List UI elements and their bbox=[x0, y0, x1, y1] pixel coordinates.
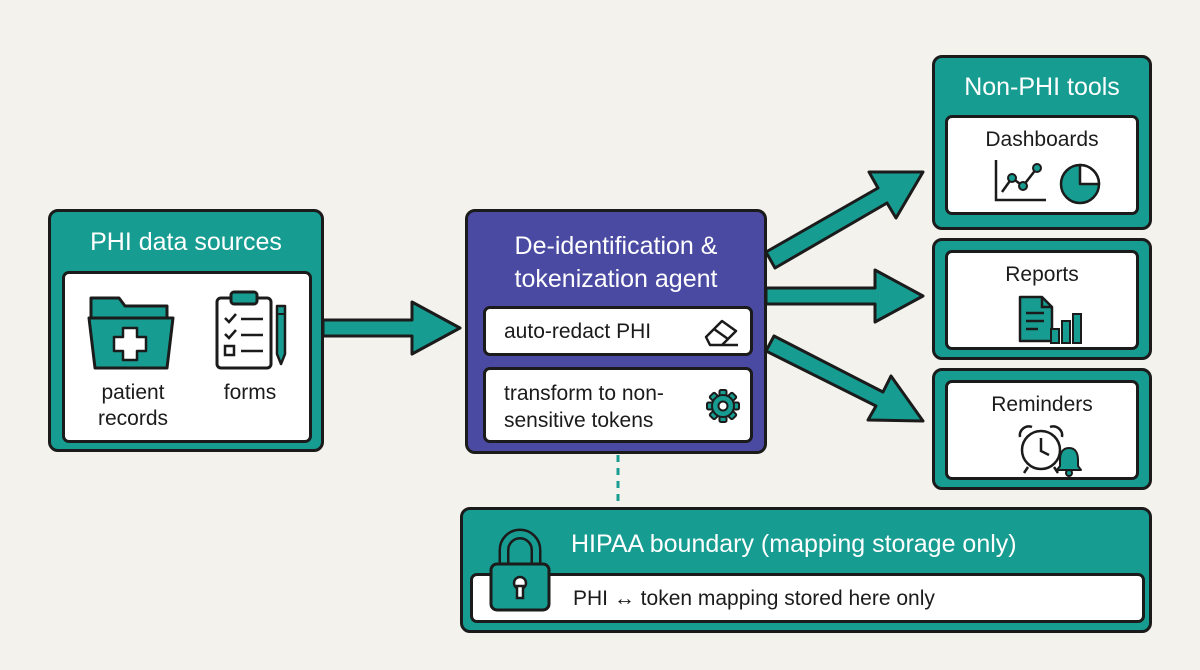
bell-icon bbox=[1056, 447, 1082, 477]
arrow-agent-to-reports bbox=[764, 268, 925, 324]
arrow-agent-to-reminders bbox=[764, 334, 925, 423]
deidentification-agent-panel: De-identification & tokenization agent a… bbox=[465, 209, 767, 454]
source-label-forms: forms bbox=[223, 381, 277, 404]
reminders-panel: Reminders bbox=[932, 368, 1152, 490]
arrow-sources-to-agent bbox=[321, 300, 462, 356]
step-auto-redact: auto-redact PHI bbox=[483, 306, 753, 356]
hipaa-boundary-panel: HIPAA boundary (mapping storage only) PH… bbox=[460, 507, 1152, 633]
report-document-icon bbox=[1018, 295, 1054, 343]
tool-label-dashboards: Dashboards bbox=[985, 128, 1099, 151]
tool-label-reports: Reports bbox=[1005, 263, 1079, 286]
non-phi-tools-panel: Non-PHI tools Dashboards bbox=[932, 55, 1152, 230]
padlock-icon bbox=[489, 528, 551, 612]
gear-icon bbox=[706, 389, 740, 423]
source-label-patient-records: patient records bbox=[97, 381, 169, 430]
medical-folder-icon bbox=[87, 296, 175, 370]
tool-card-reports: Reports bbox=[945, 250, 1139, 350]
arrow-agent-to-dashboards bbox=[764, 170, 925, 270]
hipaa-mapping-note: PHI ↔ token mapping stored here only bbox=[573, 587, 935, 610]
clipboard-checklist-icon bbox=[215, 290, 287, 370]
reports-panel: Reports bbox=[932, 238, 1152, 360]
non-phi-tools-title: Non-PHI tools bbox=[964, 73, 1120, 101]
line-chart-icon bbox=[994, 160, 1046, 202]
step-auto-redact-label: auto-redact PHI bbox=[504, 320, 652, 343]
tool-label-reminders: Reminders bbox=[991, 393, 1093, 416]
pie-chart-icon bbox=[1059, 163, 1101, 205]
hipaa-mapping-card: PHI ↔ token mapping stored here only bbox=[470, 573, 1145, 623]
hipaa-boundary-title: HIPAA boundary (mapping storage only) bbox=[571, 530, 1017, 558]
tool-card-dashboards: Dashboards bbox=[945, 115, 1139, 215]
step-transform-tokens-label: transform to non- sensitive tokens bbox=[504, 382, 664, 432]
phi-data-sources-title: PHI data sources bbox=[90, 228, 282, 256]
step-transform-tokens: transform to non- sensitive tokens bbox=[483, 367, 753, 443]
phi-data-sources-card: patient records forms bbox=[62, 271, 312, 443]
tool-card-reminders: Reminders bbox=[945, 380, 1139, 480]
bar-chart-icon bbox=[1050, 313, 1082, 344]
agent-title: De-identification & tokenization agent bbox=[514, 232, 718, 293]
phi-data-sources-panel: PHI data sources patient recor bbox=[48, 209, 324, 452]
eraser-icon bbox=[704, 319, 738, 347]
